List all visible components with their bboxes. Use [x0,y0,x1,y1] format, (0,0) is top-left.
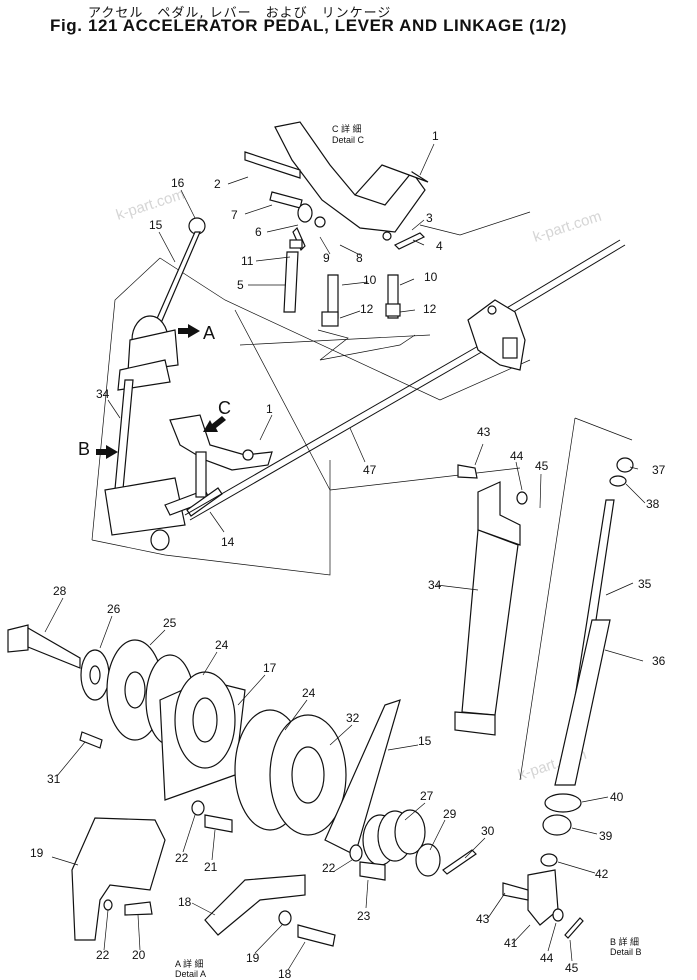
detail-b-label: B 詳 細 Detail B [610,936,642,957]
callout-46b: 45 [565,961,579,975]
callout-12b: 12 [423,302,437,316]
svg-text:B: B [78,439,90,459]
callout-16: 16 [171,176,185,190]
callout-38: 37 [652,463,666,477]
callout-labels: 1 2 3 4 5 6 7 8 9 10 10 11 12 12 1 14 15… [30,129,666,980]
view-arrow-c: C [203,398,231,432]
callout-15b: 15 [418,734,432,748]
callout-27: 25 [163,616,177,630]
svg-text:Detail A: Detail A [175,969,206,979]
callout-44b: 43 [476,912,490,926]
callout-1b: 1 [266,402,273,416]
callout-32: 30 [481,824,495,838]
callout-35a: 34 [96,387,110,401]
callout-31: 29 [443,807,457,821]
callout-8: 8 [356,251,363,265]
figure-title: Fig. 121 ACCELERATOR PEDAL, LEVER AND LI… [50,16,568,35]
detail-a-label: A 詳 細 Detail A [175,958,206,979]
callout-17: 17 [263,661,277,675]
callout-6: 6 [255,225,262,239]
callout-28: 26 [107,602,121,616]
callout-15: 15 [149,218,163,232]
callout-30: 28 [53,584,67,598]
callout-23: 21 [204,860,218,874]
callout-20: 19 [246,951,260,965]
svg-text:A 詳 細: A 詳 細 [175,958,204,969]
detail-a-assembly [7,624,477,947]
callout-46a: 45 [535,459,549,473]
detail-b-assembly [454,417,634,939]
callout-24c: 22 [96,948,110,962]
callout-11: 11 [241,254,254,268]
upper-assembly [91,121,626,576]
svg-text:B 詳 細: B 詳 細 [610,936,639,947]
callout-35b: 34 [428,578,442,592]
callout-24a: 22 [322,861,336,875]
svg-text:Detail C: Detail C [332,135,365,145]
callout-34: 32 [346,711,360,725]
callout-37: 36 [652,654,666,668]
watermark: k-part.com [531,208,604,246]
callout-22: 20 [132,948,146,962]
callout-2: 2 [214,177,221,191]
callout-26b: 24 [302,686,316,700]
callout-10b: 10 [424,270,438,284]
callout-5: 5 [237,278,244,292]
callout-25: 23 [357,909,371,923]
callout-45a: 44 [510,449,524,463]
callout-18: 18 [178,895,192,909]
callout-42: 41 [504,936,518,950]
callout-39: 38 [646,497,660,511]
japanese-title: アクセル ペダル, レバー および リンケージ [88,6,392,21]
callout-26a: 24 [215,638,229,652]
callout-1: 1 [432,129,439,143]
callout-29: 27 [420,789,434,803]
callout-4: 4 [436,239,443,253]
callout-45b: 44 [540,951,554,965]
callout-44a: 43 [477,425,491,439]
callout-24b: 22 [175,851,189,865]
callout-47: 47 [363,463,377,477]
svg-text:Detail B: Detail B [610,947,642,957]
view-arrow-b: B [78,439,118,459]
svg-text:C 詳 細: C 詳 細 [332,123,362,134]
svg-text:A: A [203,323,215,343]
callout-7: 7 [231,208,238,222]
callout-36: 35 [638,577,652,591]
leader-lines [44,143,646,971]
svg-text:C: C [218,398,231,418]
callout-14: 14 [221,535,235,549]
callout-9: 9 [323,251,330,265]
callout-41: 40 [610,790,624,804]
detail-c-label: C 詳 細 Detail C [332,123,365,145]
callout-21: 19 [30,846,44,860]
callout-12a: 12 [360,302,374,316]
callout-33: 31 [47,772,61,786]
callout-40: 39 [599,829,613,843]
callout-3: 3 [426,211,433,225]
callout-43: 42 [595,867,609,881]
callout-19: 18 [278,967,292,980]
view-arrow-a: A [178,323,215,343]
callout-10a: 10 [363,273,377,287]
